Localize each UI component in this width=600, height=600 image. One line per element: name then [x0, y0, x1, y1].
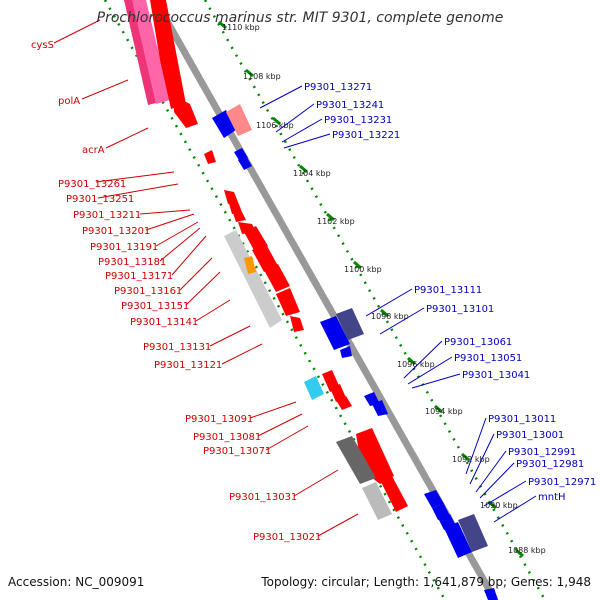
gene-label: P9301_13241	[316, 100, 384, 111]
rna-feature-dark	[336, 436, 376, 484]
gene-p9301-13251	[224, 190, 238, 204]
kbp-label: 1090 kbp	[480, 501, 518, 510]
gene-label: P9301_13261	[58, 179, 126, 190]
gene-label: P9301_13111	[414, 285, 482, 296]
gene-label: P9301_13101	[426, 304, 494, 315]
kbp-label: 1098 kbp	[371, 312, 409, 321]
forward-genes	[124, 0, 408, 512]
gene-cysS-overlay	[132, 0, 170, 104]
map-title: Prochlorococcus marinus str. MIT 9301, c…	[97, 10, 504, 26]
gene-label: polA	[58, 96, 80, 107]
gene-label: P9301_13141	[130, 317, 198, 328]
kbp-label: 1088 kbp	[508, 546, 546, 555]
gene-label: P9301_13011	[488, 414, 556, 425]
accession-text: Accession: NC_009091	[8, 575, 144, 589]
left-leader-lines	[53, 19, 359, 537]
gene-label: P9301_13121	[154, 360, 222, 371]
gene-p9301-13041	[372, 400, 388, 416]
rna-feature	[224, 230, 282, 328]
gene-p9301-13211	[228, 200, 242, 214]
gene-label: P9301_13091	[185, 414, 253, 425]
gene-label: mntH	[538, 492, 566, 503]
gene-p9301-13011	[424, 490, 444, 508]
gene-label: P9301_13001	[496, 430, 564, 441]
gene-label: P9301_13211	[73, 210, 141, 221]
rna-features	[224, 230, 392, 520]
gene-p9301-13101	[336, 308, 364, 340]
gene-label: P9301_12981	[516, 459, 584, 470]
right-leader-lines	[259, 85, 537, 523]
gene-label: acrA	[82, 145, 105, 156]
gene-p9301-12981	[444, 522, 472, 558]
gene-label: P9301_13151	[121, 301, 189, 312]
gene-label: P9301_13251	[66, 194, 134, 205]
kbp-label: 1104 kbp	[293, 169, 331, 178]
gene-p9301-13271	[212, 110, 236, 138]
gene-label: P9301_13191	[90, 242, 158, 253]
gene-p9301-13161	[264, 264, 290, 292]
gene-label: P9301_13081	[193, 432, 261, 443]
gene-label: cysS	[31, 40, 54, 51]
right-labels: P9301_13271 P9301_13241 P9301_13231 P930…	[304, 82, 596, 503]
rna-feature	[362, 482, 392, 520]
gene-p9301-13061	[340, 346, 352, 358]
gene-p9301-13241	[226, 104, 252, 136]
gene-label: P9301_13161	[114, 286, 182, 297]
genome-summary-text: Topology: circular; Length: 1,641,879 bp…	[260, 575, 591, 589]
orange-feature	[244, 256, 256, 274]
gene-p9301-13071	[336, 396, 352, 410]
gene-label: P9301_13221	[332, 130, 400, 141]
kbp-label: 1108 kbp	[243, 72, 281, 81]
gene-p9301-13021	[380, 476, 408, 512]
gene-label: P9301_13201	[82, 226, 150, 237]
left-labels: cysS polA acrA P9301_13261 P9301_13251 P…	[31, 40, 321, 543]
kbp-label: 1096 kbp	[397, 360, 435, 369]
kbp-label: 1110 kbp	[222, 23, 260, 32]
gene-label: P9301_13031	[229, 492, 297, 503]
gene-label: P9301_13041	[462, 370, 530, 381]
gene-p9301-13151	[276, 288, 300, 316]
cyan-feature	[304, 376, 324, 400]
gene-p9301-13081	[330, 384, 346, 402]
kbp-label: 1100 kbp	[344, 265, 382, 274]
gene-p9301-13111	[320, 316, 350, 350]
gene-mntH	[484, 588, 498, 600]
gene-p9301-13141	[290, 316, 304, 332]
gene-label: P9301_13271	[304, 82, 372, 93]
gene-polA	[150, 0, 186, 109]
kbp-label: 1102 kbp	[317, 217, 355, 226]
gene-p9301-13221	[238, 156, 252, 170]
gene-label: P9301_13171	[105, 271, 173, 282]
gene-p9301-13261	[204, 150, 216, 164]
kbp-label: 1106 kbp	[256, 121, 294, 130]
gene-p9301-12971	[458, 514, 488, 552]
gene-label: P9301_13231	[324, 115, 392, 126]
gene-label: P9301_13051	[454, 353, 522, 364]
gene-label: P9301_12991	[508, 447, 576, 458]
gene-label: P9301_13181	[98, 257, 166, 268]
gene-label: P9301_12971	[528, 477, 596, 488]
gene-label: P9301_13021	[253, 532, 321, 543]
gene-p9301-13201	[232, 210, 246, 222]
kbp-label: 1094 kbp	[425, 407, 463, 416]
kbp-ticks	[218, 20, 524, 558]
gene-label: P9301_13131	[143, 342, 211, 353]
gene-label: P9301_13061	[444, 337, 512, 348]
gene-acrA	[174, 96, 198, 128]
reverse-genes	[212, 104, 498, 600]
gene-p9301-13171	[252, 244, 278, 272]
gene-label: P9301_13071	[203, 446, 271, 457]
